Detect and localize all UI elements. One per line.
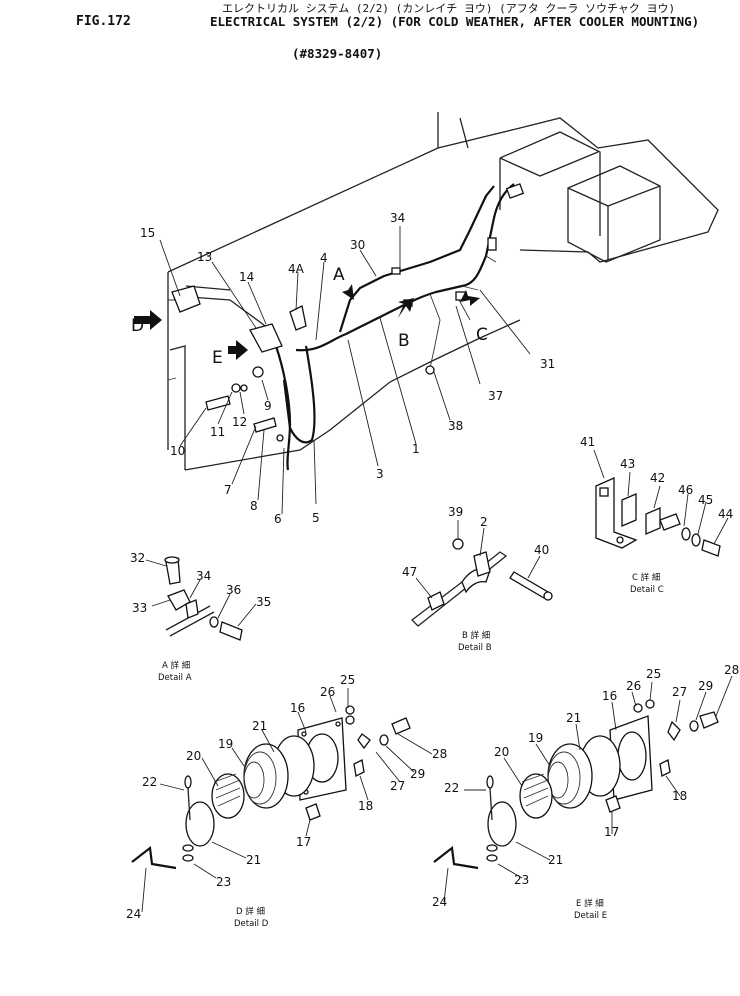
detail-c-callout-46: 46 [678, 483, 693, 497]
detail-d-callout-24: 24 [126, 907, 141, 921]
detail-a-callout-33: 33 [132, 601, 147, 615]
view-letter-d: D [131, 316, 144, 336]
detail-e-drawing [433, 675, 733, 903]
detail-a-label: Detail A [158, 673, 192, 683]
detail-e-callout-26: 26 [626, 679, 641, 693]
detail-e-label: Detail E [574, 911, 607, 921]
detail-d-drawing [131, 688, 433, 913]
detail-d-callout-27: 27 [390, 779, 405, 793]
serial-range: (#8329-8407) [292, 46, 383, 61]
main-leader-lines [159, 226, 531, 515]
callout-30: 30 [350, 238, 365, 252]
detail-b-drawing [411, 520, 553, 627]
callout-4a: 4A [288, 262, 305, 276]
callout-4: 4 [320, 251, 328, 265]
callout-7: 7 [224, 483, 232, 497]
callout-34: 34 [390, 211, 405, 225]
detail-c-label-jp: C 詳 細 [632, 572, 660, 583]
callout-5: 5 [312, 511, 320, 525]
detail-d-callout-21b: 21 [246, 853, 261, 867]
detail-a-callout-32: 32 [130, 551, 145, 565]
view-letter-c: C [476, 325, 488, 345]
callout-11: 11 [210, 425, 225, 439]
detail-d-label-jp: D 詳 細 [236, 906, 265, 917]
detail-e-callout-25: 25 [646, 667, 661, 681]
detail-d-callout-17: 17 [296, 835, 311, 849]
figure-number: FIG.172 [76, 14, 131, 29]
detail-d-callout-18: 18 [358, 799, 373, 813]
detail-d-callout-25: 25 [340, 673, 355, 687]
callout-3: 3 [376, 467, 384, 481]
callout-15: 15 [140, 226, 155, 240]
callout-37: 37 [488, 389, 503, 403]
detail-c-callout-41: 41 [580, 435, 595, 449]
detail-a-label-jp: A 詳 細 [162, 660, 190, 671]
detail-d-callout-22: 22 [142, 775, 157, 789]
detail-d-label: Detail D [234, 919, 269, 929]
callout-10: 10 [170, 444, 185, 458]
callout-9: 9 [264, 399, 272, 413]
detail-a-callout-36: 36 [226, 583, 241, 597]
vehicle-body-outline [167, 112, 719, 471]
detail-b-callout-2: 2 [480, 515, 488, 529]
detail-e-callout-18: 18 [672, 789, 687, 803]
callout-1: 1 [412, 442, 420, 456]
view-letter-a: A [333, 265, 345, 285]
detail-e-callout-16: 16 [602, 689, 617, 703]
detail-a-callout-35: 35 [256, 595, 271, 609]
detail-d-callout-29: 29 [410, 767, 425, 781]
detail-d-callout-21a: 21 [252, 719, 267, 733]
callout-31: 31 [540, 357, 555, 371]
detail-a-callout-34: 34 [196, 569, 211, 583]
callout-12: 12 [232, 415, 247, 429]
detail-c-drawing [593, 449, 729, 557]
detail-b-callout-40: 40 [534, 543, 549, 557]
detail-e-callout-21a: 21 [566, 711, 581, 725]
callout-13: 13 [197, 250, 212, 264]
detail-c-callout-43: 43 [620, 457, 635, 471]
detail-e-callout-29: 29 [698, 679, 713, 693]
detail-a-drawing [145, 556, 257, 641]
detail-b-label: Detail B [458, 643, 492, 653]
detail-c-callout-42: 42 [650, 471, 665, 485]
detail-e-callout-17: 17 [604, 825, 619, 839]
callout-14: 14 [239, 270, 254, 284]
detail-e-callout-22: 22 [444, 781, 459, 795]
detail-c-callout-44: 44 [718, 507, 733, 521]
callout-38: 38 [448, 419, 463, 433]
detail-b-callout-47: 47 [402, 565, 417, 579]
detail-e-callout-21b: 21 [548, 853, 563, 867]
detail-d-callout-19: 19 [218, 737, 233, 751]
view-letter-b: B [398, 331, 410, 351]
detail-e-callout-24: 24 [432, 895, 447, 909]
view-letter-e: E [212, 348, 223, 368]
page-title: ELECTRICAL SYSTEM (2/2) (FOR COLD WEATHE… [210, 14, 700, 29]
title-japanese: エレクトリカル システム (2/2) (カンレイチ ヨウ) (アフタ クーラ ソ… [222, 2, 676, 15]
detail-d-callout-23: 23 [216, 875, 231, 889]
callout-8: 8 [250, 499, 258, 513]
detail-e-callout-19: 19 [528, 731, 543, 745]
detail-b-label-jp: B 詳 細 [462, 630, 490, 641]
detail-e-callout-20: 20 [494, 745, 509, 759]
detail-e-callout-28: 28 [724, 663, 739, 677]
detail-e-callout-23: 23 [514, 873, 529, 887]
detail-d-callout-20: 20 [186, 749, 201, 763]
detail-c-label: Detail C [630, 585, 664, 595]
detail-b-callout-39: 39 [448, 505, 463, 519]
callout-6: 6 [274, 512, 282, 526]
detail-d-callout-26: 26 [320, 685, 335, 699]
detail-e-label-jp: E 詳 細 [576, 898, 604, 909]
detail-d-callout-28: 28 [432, 747, 447, 761]
detail-d-callout-16: 16 [290, 701, 305, 715]
view-arrows [134, 278, 480, 360]
detail-c-callout-45: 45 [698, 493, 713, 507]
detail-e-callout-27: 27 [672, 685, 687, 699]
